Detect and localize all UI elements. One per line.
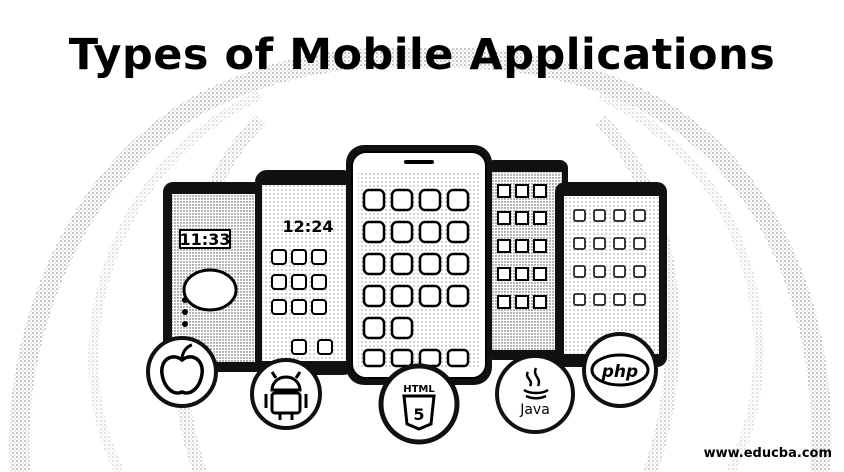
phone-ios-left: 11:33	[163, 182, 271, 372]
phone-second: 12:24	[255, 170, 355, 375]
phone-fourth	[486, 160, 568, 360]
page-title: Types of Mobile Applications	[68, 30, 776, 80]
php-badge: php	[582, 332, 658, 408]
html5-badge: HTML 5	[378, 363, 460, 445]
java-badge: Java	[495, 354, 575, 434]
apple-icon	[160, 343, 204, 395]
html5-icon: HTML 5	[402, 384, 436, 431]
phone-center	[346, 145, 492, 385]
php-icon: php	[590, 353, 650, 387]
php-label: php	[601, 362, 638, 382]
phone-right	[555, 182, 667, 367]
site-url: www.educba.com	[703, 446, 832, 461]
android-icon	[264, 371, 308, 420]
html5-label: HTML	[403, 384, 435, 395]
html5-number: 5	[413, 405, 424, 424]
java-label: Java	[519, 402, 550, 418]
lock-clock: 11:33	[180, 230, 231, 249]
home-clock: 12:24	[283, 217, 334, 236]
android-badge	[250, 358, 322, 430]
java-icon	[523, 367, 549, 400]
apple-badge	[146, 336, 218, 408]
